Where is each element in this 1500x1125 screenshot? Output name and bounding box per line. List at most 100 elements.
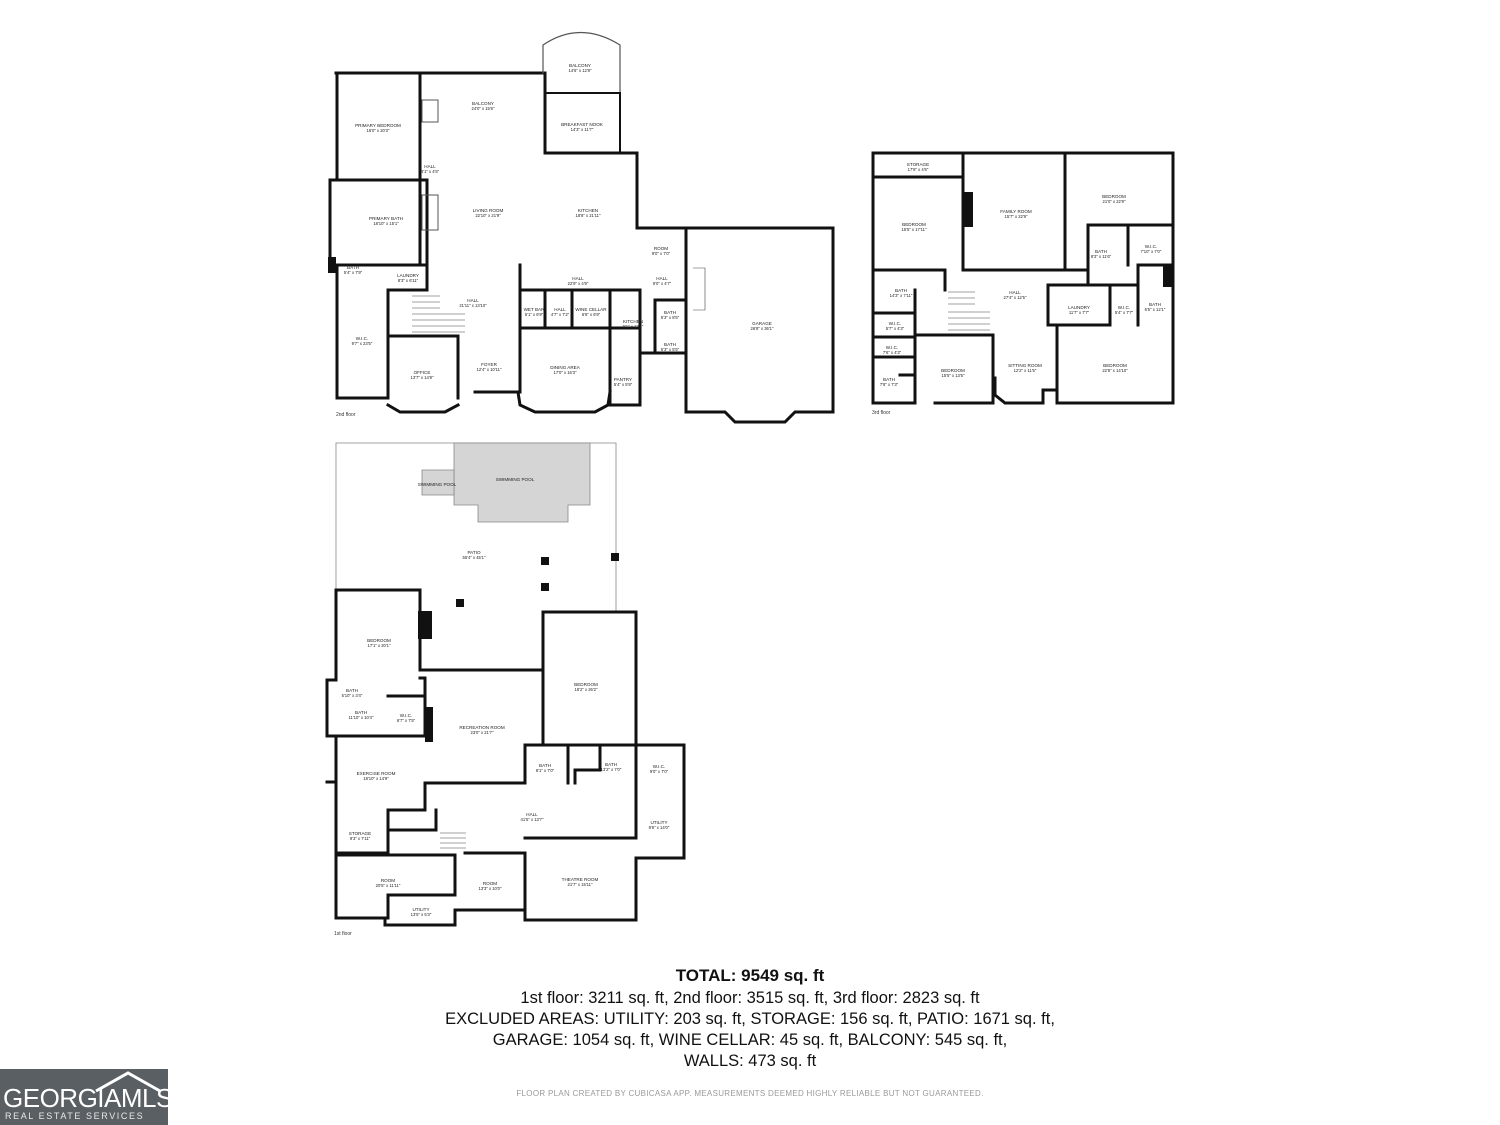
room-name-second-wine-cellar: WINE CELLAR xyxy=(575,307,607,312)
room-dimensions-third-bedroom-se: 22'8" x 14'10" xyxy=(1102,368,1128,373)
room-name-second-pantry: PANTRY xyxy=(614,377,632,382)
room-dimensions-third-bath-w: 14'3" x 7'11" xyxy=(890,293,913,298)
room-name-first-wic-e: W.I.C. xyxy=(653,764,666,769)
column-mark xyxy=(541,583,549,591)
room-name-first-bath-w: BATH xyxy=(355,710,367,715)
room-dimensions-first-bedroom-w: 17'1" x 20'1" xyxy=(368,643,391,648)
room-dimensions-third-wic-ne: 7'10" x 7'0" xyxy=(1141,249,1162,254)
fireplace-mark xyxy=(425,707,433,742)
stairs-first-floor xyxy=(440,832,466,849)
stairs-second-floor xyxy=(412,267,706,333)
room-name-first-bath-small: BATH xyxy=(346,688,358,693)
room-name-second-bath-left: BATH xyxy=(347,265,359,270)
room-dimensions-third-bedroom-s: 15'5" x 13'5" xyxy=(942,373,965,378)
fireplace-mark xyxy=(418,611,432,639)
logo-subtitle: REAL ESTATE SERVICES xyxy=(5,1111,145,1121)
room-name-third-bedroom-nw: BEDROOM xyxy=(902,222,926,227)
room-dimensions-second-wet-bar: 5'1" x 6'9" xyxy=(525,312,544,317)
room-dimensions-second-laundry: 8'3" x 6'11" xyxy=(398,278,419,283)
room-dimensions-third-bath-sw: 7'8" x 7'3" xyxy=(880,382,899,387)
room-dimensions-first-wic-e: 9'0" x 7'0" xyxy=(650,769,669,774)
room-dimensions-second-pantry: 5'4" x 5'9" xyxy=(614,382,633,387)
room-dimensions-third-family-room: 15'7" x 22'9" xyxy=(1005,214,1028,219)
room-dimensions-first-wic-w: 6'7" x 7'5" xyxy=(397,718,416,723)
room-dimensions-second-room: 9'0" x 7'0" xyxy=(652,251,671,256)
room-dimensions-third-bath-ne: 8'3" x 11'6" xyxy=(1091,254,1112,259)
room-dimensions-second-hall-tiny: 4'7" x 7'2" xyxy=(551,312,570,317)
column-mark xyxy=(541,557,549,565)
floor-label-second: 2nd floor xyxy=(336,412,356,418)
room-name-second-foyer: FOYER xyxy=(481,362,498,367)
column-mark xyxy=(456,599,464,607)
room-name-third-wic-w1: W.I.C. xyxy=(889,321,902,326)
room-name-first-room-w: ROOM xyxy=(381,878,395,883)
fireplace-mark xyxy=(1163,265,1173,287)
room-dimensions-second-primary-bedroom: 16'0" x 20'3" xyxy=(367,128,390,133)
room-dimensions-second-breakfast-nook: 14'3" x 11'7" xyxy=(571,127,594,132)
room-dimensions-second-balcony-top: 14'6" x 12'8" xyxy=(569,68,592,73)
room-name-third-wic-w2: W.I.C. xyxy=(886,345,899,350)
room-name-second-bath-a: BATH xyxy=(664,310,676,315)
room-name-third-bedroom-ne: BEDROOM xyxy=(1102,194,1126,199)
room-dimensions-first-exercise: 18'10" x 14'9" xyxy=(363,776,389,781)
room-name-second-kitchen-small: KITCHEN xyxy=(623,319,643,324)
room-name-third-bath-w: BATH xyxy=(895,288,907,293)
room-name-third-wic-e: W.I.C. xyxy=(1118,305,1131,310)
fireplace-mark xyxy=(963,192,973,227)
room-name-second-hall-tiny: HALL xyxy=(554,307,566,312)
room-name-second-wet-bar: WET BAR xyxy=(524,307,546,312)
room-dimensions-first-bedroom-e: 18'2" x 26'2" xyxy=(575,687,598,692)
room-dimensions-first-bath-small: 5'10" x 3'4" xyxy=(342,693,363,698)
excluded-areas-line-2: GARAGE: 1054 sq. ft, WINE CELLAR: 45 sq.… xyxy=(492,1031,1008,1049)
room-name-second-garage: GARAGE xyxy=(752,321,772,326)
room-name-second-hall-mid: HALL xyxy=(572,276,584,281)
room-name-second-balcony-top: BALCONY xyxy=(569,63,591,68)
walls-first-floor xyxy=(335,442,617,613)
room-name-second-dining: DINING AREA xyxy=(550,365,581,370)
georgiamls-logo: GEORGIAMLS REAL ESTATE SERVICES xyxy=(0,1069,173,1125)
room-dimensions-second-dining: 17'0" x 16'3" xyxy=(554,370,577,375)
room-name-first-utility-s: UTILITY xyxy=(412,907,429,912)
room-name-second-primary-bath: PRIMARY BATH xyxy=(369,216,403,221)
room-dimensions-second-hall-small: 3'1" x 4'5" xyxy=(421,169,440,174)
room-name-second-hall-main: HALL xyxy=(467,298,479,303)
room-dimensions-second-hall-mid: 22'9" x 4'9" xyxy=(568,281,589,286)
room-dimensions-second-hall-right: 9'0" x 4'7" xyxy=(653,281,672,286)
room-dimensions-second-bath-a: 5'3" x 8'5" xyxy=(661,315,680,320)
room-name-first-bath-c: BATH xyxy=(539,763,551,768)
room-name-third-hall: HALL xyxy=(1009,290,1021,295)
room-dimensions-first-bath-c: 8'1" x 7'0" xyxy=(536,768,555,773)
fireplace-mark xyxy=(421,99,439,123)
room-dimensions-second-kitchen-small: 9'1" x 12'3" xyxy=(623,324,644,329)
column-mark xyxy=(611,553,619,561)
room-dimensions-second-foyer: 12'4" x 10'11" xyxy=(477,367,502,372)
room-name-second-kitchen: KITCHEN xyxy=(578,208,598,213)
room-name-first-pool-small: SWIMMING POOL xyxy=(418,482,457,487)
fireplace-mark xyxy=(328,257,336,273)
room-name-first-pool: SWIMMING POOL xyxy=(496,477,535,482)
room-dimensions-first-utility-e: 9'6" x 14'0" xyxy=(649,825,670,830)
room-name-second-hall-small: HALL xyxy=(424,164,436,169)
room-dimensions-second-balcony: 24'0" x 15'6" xyxy=(472,106,495,111)
room-name-third-bath-e: BATH xyxy=(1149,302,1161,307)
room-name-second-breakfast-nook: BREAKFAST NOOK xyxy=(561,122,604,127)
room-name-second-office: OFFICE xyxy=(414,370,431,375)
room-dimensions-second-living-room: 22'10" x 21'9" xyxy=(475,213,501,218)
room-name-first-exercise: EXERCISE ROOM xyxy=(357,771,396,776)
room-dimensions-first-storage: 9'3" x 7'11" xyxy=(350,836,371,841)
room-name-third-wic-ne: W.I.C. xyxy=(1145,244,1158,249)
room-dimensions-third-bedroom-nw: 15'5" x 17'11" xyxy=(902,227,927,232)
room-name-first-storage: STORAGE xyxy=(349,831,371,836)
room-dimensions-third-wic-w2: 7'6" x 4'3" xyxy=(883,350,902,355)
room-dimensions-second-wic: 9'7" x 23'5" xyxy=(352,341,373,346)
room-name-third-laundry: LAUNDRY xyxy=(1068,305,1090,310)
floor-label-third: 3rd floor xyxy=(872,410,891,416)
room-dimensions-third-hall: 27'4" x 12'5" xyxy=(1004,295,1027,300)
room-name-third-bedroom-s: BEDROOM xyxy=(941,368,965,373)
room-dimensions-second-primary-bath: 18'10" x 15'1" xyxy=(373,221,399,226)
room-dimensions-second-kitchen: 18'8" x 21'11" xyxy=(576,213,601,218)
disclaimer: FLOOR PLAN CREATED BY CUBICASA APP. MEAS… xyxy=(516,1089,984,1098)
room-dimensions-third-sitting-room: 12'2" x 11'5" xyxy=(1014,368,1037,373)
